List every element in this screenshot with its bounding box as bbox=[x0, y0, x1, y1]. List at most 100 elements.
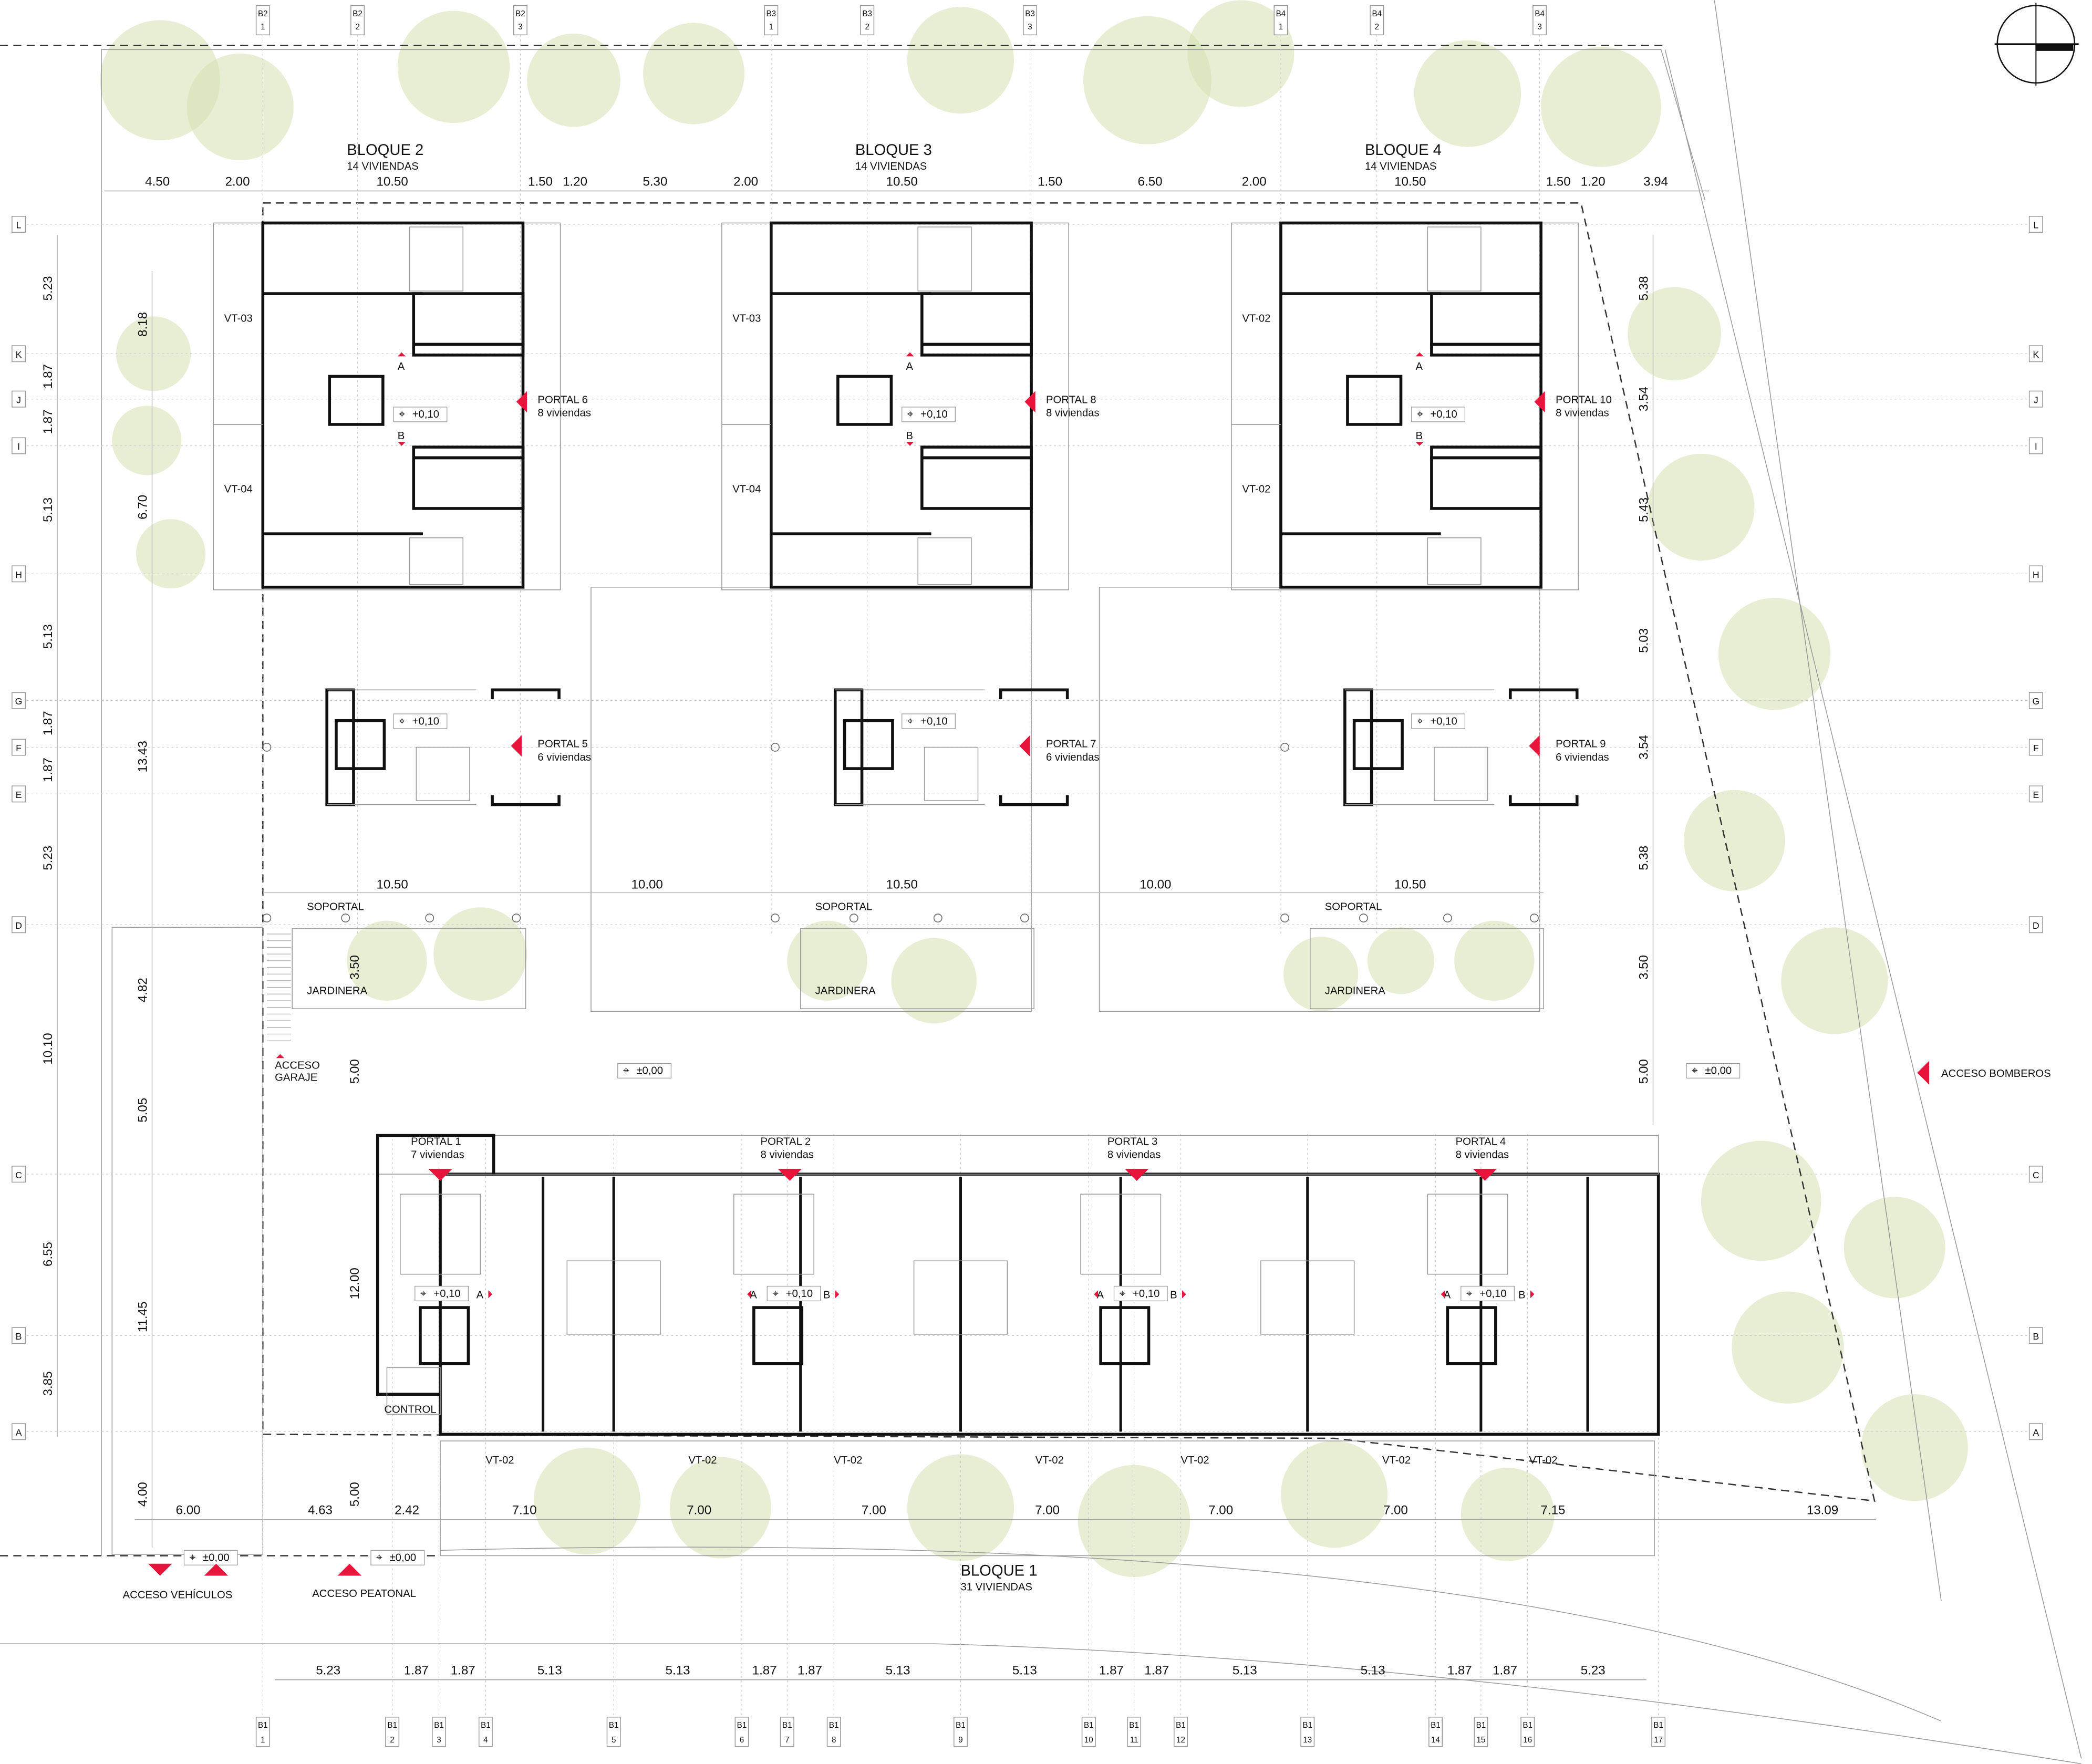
dim-left-inner: 4.00 bbox=[136, 1482, 150, 1507]
dim-bottom-upper: 7.00 bbox=[687, 1503, 711, 1518]
tree-icon bbox=[533, 1447, 640, 1554]
grid-bubble-block: B1 bbox=[737, 1721, 747, 1730]
stair-marker-icon bbox=[747, 1290, 751, 1299]
column bbox=[262, 743, 272, 752]
jardinera-label: JARDINERA bbox=[307, 985, 367, 997]
tree-icon bbox=[1414, 40, 1521, 147]
grid-bubble-number: 16 bbox=[1523, 1736, 1532, 1745]
portal-name: PORTAL 3 bbox=[1107, 1136, 1158, 1147]
portal-units: 7 viviendas bbox=[411, 1149, 464, 1161]
grid-bubble-bottom: B15 bbox=[606, 1716, 621, 1747]
grid-bubble-row: L bbox=[2028, 216, 2043, 233]
dim-bottom-lower: 1.87 bbox=[1099, 1663, 1124, 1677]
tree-icon bbox=[787, 920, 867, 1001]
dim-left-outer: 5.13 bbox=[41, 497, 55, 522]
bathrooms bbox=[1260, 1260, 1355, 1335]
dim-top: 1.20 bbox=[563, 174, 587, 189]
grid-bubble-frame bbox=[1520, 1716, 1535, 1747]
portal-wall bbox=[1508, 688, 1579, 700]
stair-mark: B bbox=[823, 1289, 831, 1301]
grid-bubble-frame bbox=[1081, 1716, 1096, 1747]
tree-icon bbox=[891, 938, 977, 1024]
portal-units: 8 viviendas bbox=[537, 408, 591, 419]
column bbox=[849, 914, 858, 922]
grid-bubble-frame bbox=[2028, 785, 2043, 803]
upper-building-block-4 bbox=[1231, 221, 1579, 590]
grid-bubble-row: E bbox=[2028, 785, 2043, 803]
bathroom bbox=[409, 226, 463, 292]
level-icon: ⌖ bbox=[399, 409, 405, 420]
grid-bubble-top: B42 bbox=[1370, 5, 1384, 36]
tree-icon bbox=[669, 1457, 771, 1559]
grid-bubble-block: B3 bbox=[767, 9, 776, 18]
control-label: CONTROL bbox=[384, 1404, 436, 1416]
dim-right: 3.54 bbox=[1637, 735, 1651, 760]
grid-bubble-row: J bbox=[2028, 390, 2043, 408]
level-icon: ⌖ bbox=[376, 1552, 382, 1564]
grid-bubble-frame bbox=[12, 1423, 26, 1440]
grid-bubble-number: 1 bbox=[261, 23, 265, 32]
grid-bubble-number: 6 bbox=[740, 1736, 744, 1745]
dim-left-outer: 5.13 bbox=[41, 624, 55, 649]
column bbox=[771, 914, 780, 922]
grid-bubble-block: B1 bbox=[1476, 1721, 1486, 1730]
grid-bubble-number: 1 bbox=[261, 1736, 265, 1745]
level-frame bbox=[370, 1550, 425, 1565]
column bbox=[262, 914, 272, 922]
grid-bubble-frame bbox=[2028, 565, 2043, 583]
grid-bubble-number: 4 bbox=[483, 1736, 488, 1745]
tree-icon bbox=[1781, 927, 1888, 1034]
grid-bubble-frame bbox=[1428, 1716, 1443, 1747]
north-arrow-icon bbox=[1994, 3, 2079, 86]
tree-icon bbox=[1280, 1441, 1388, 1548]
dim-left-inner: 13.43 bbox=[136, 741, 150, 772]
dim-bottom-upper: 7.00 bbox=[862, 1503, 886, 1518]
grid-bubble-row: B bbox=[12, 1327, 26, 1344]
portal-arrow-icon bbox=[428, 1169, 452, 1181]
dim-top: 10.50 bbox=[376, 174, 408, 189]
stair-marker-icon bbox=[1182, 1290, 1186, 1299]
dim-left-outer: 1.87 bbox=[41, 711, 55, 735]
dim-bottom-lower: 1.87 bbox=[1144, 1663, 1169, 1677]
site-boundary bbox=[101, 49, 1706, 1556]
unit-type: VT-03 bbox=[732, 313, 761, 324]
grid-bubble-frame bbox=[513, 5, 527, 36]
stair-mark: A bbox=[398, 361, 405, 372]
grid-bubble-block: B4 bbox=[1372, 9, 1382, 18]
block-title: BLOQUE 3 bbox=[855, 142, 932, 159]
level-value: +0,10 bbox=[1430, 409, 1457, 420]
portal-units: 6 viviendas bbox=[537, 752, 591, 763]
grid-bubble-frame bbox=[2028, 390, 2043, 408]
dim-bottom-lower: 5.23 bbox=[1581, 1663, 1606, 1677]
dim-block1-vertical: 5.00 bbox=[348, 1059, 362, 1084]
unit-type: VT-02 bbox=[1382, 1455, 1411, 1466]
jardinera-planter bbox=[800, 928, 1034, 1010]
dim-top: 1.20 bbox=[1581, 174, 1606, 189]
grid-bubble-block: B2 bbox=[515, 9, 525, 18]
level-icon: ⌖ bbox=[907, 715, 913, 727]
grid-bubble-number: 1 bbox=[769, 23, 773, 32]
grid-bubble-block: B1 bbox=[829, 1721, 839, 1730]
dim-bottom-lower: 5.13 bbox=[537, 1663, 562, 1677]
grid-bubble-frame bbox=[734, 1716, 749, 1747]
level-value: ±0,00 bbox=[1705, 1065, 1732, 1077]
lower-building-3 bbox=[1343, 688, 1579, 806]
stair bbox=[400, 1194, 481, 1275]
grid-bubble-row: D bbox=[2028, 916, 2043, 933]
level-icon: ⌖ bbox=[420, 1288, 426, 1300]
portal-name: PORTAL 6 bbox=[537, 394, 588, 406]
grid-bubble-block: B1 bbox=[1431, 1721, 1441, 1730]
tree-icon bbox=[1187, 0, 1294, 107]
grid-bubble-row: E bbox=[12, 785, 26, 803]
access-vehicles-label: ACCESO VEHÍCULOS bbox=[123, 1589, 233, 1601]
dim-block1-vertical: 12.00 bbox=[348, 1268, 362, 1299]
stair-wall bbox=[920, 445, 1033, 460]
access-firefighters-label: ACCESO BOMBEROS bbox=[1941, 1068, 2051, 1080]
upper-building-block-2 bbox=[213, 221, 561, 590]
dim-left-outer: 5.23 bbox=[41, 276, 55, 300]
dim-top: 2.00 bbox=[733, 174, 758, 189]
dim-top: 6.50 bbox=[1138, 174, 1163, 189]
